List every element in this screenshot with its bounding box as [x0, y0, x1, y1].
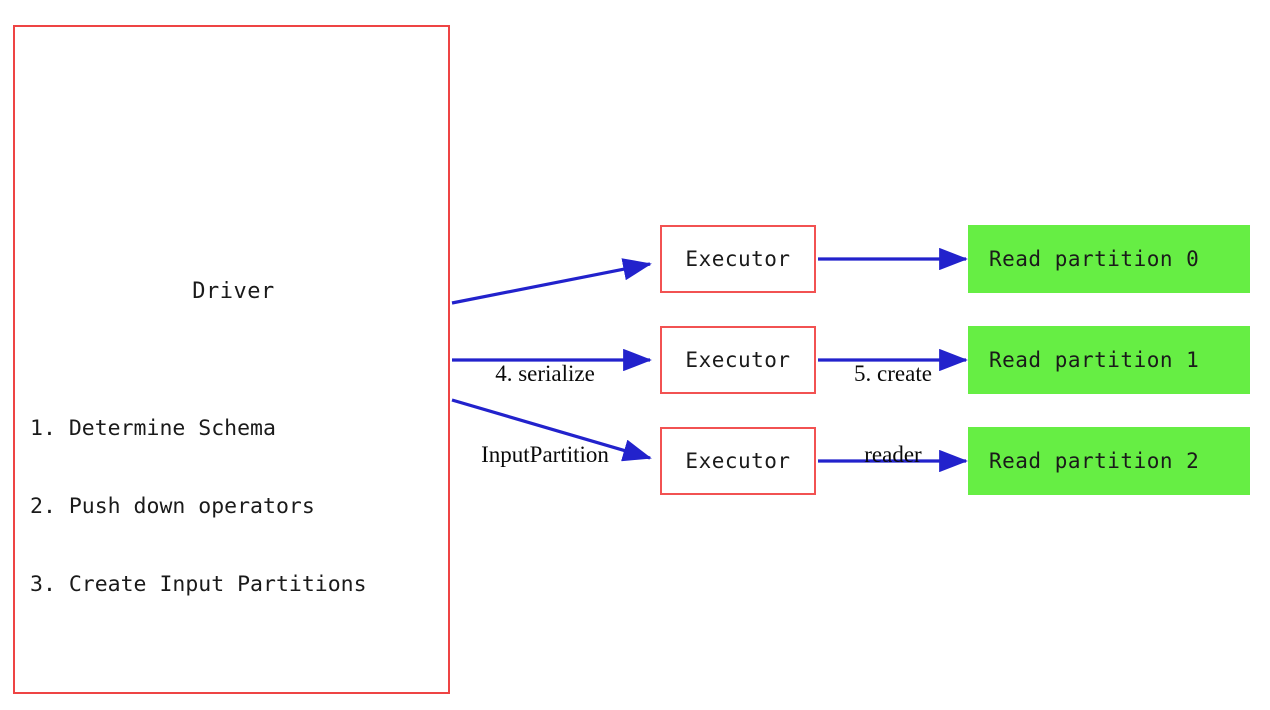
edge-label-line-2: InputPartition — [481, 442, 609, 467]
read-partition-label: Read partition 1 — [989, 348, 1200, 372]
read-partition-box-2: Read partition 2 — [968, 427, 1250, 495]
read-partition-label: Read partition 0 — [989, 247, 1200, 271]
edge-label-line-1: 5. create — [854, 361, 932, 386]
read-partition-box-1: Read partition 1 — [968, 326, 1250, 394]
read-partition-box-0: Read partition 0 — [968, 225, 1250, 293]
edge-label-line-1: 4. serialize — [495, 361, 595, 386]
edge-label-line-2: reader — [864, 442, 922, 467]
executor-box-1: Executor — [660, 225, 816, 293]
edge-label-create-reader: 5. create reader — [823, 306, 963, 522]
executor-label: Executor — [685, 247, 791, 271]
read-partition-label: Read partition 2 — [989, 449, 1200, 473]
driver-step-3: 3. Create Input Partitions — [30, 572, 367, 597]
executor-label: Executor — [685, 348, 791, 372]
executor-box-3: Executor — [660, 427, 816, 495]
driver-steps-list: 1. Determine Schema 2. Push down operato… — [30, 364, 367, 650]
edge-label-serialize-inputpartition: 4. serialize InputPartition — [455, 306, 635, 522]
driver-step-1: 1. Determine Schema — [30, 416, 276, 441]
executor-box-2: Executor — [660, 326, 816, 394]
executor-label: Executor — [685, 449, 791, 473]
arrow-driver-to-executor-1 — [451, 258, 652, 305]
driver-step-2: 2. Push down operators — [30, 494, 315, 519]
driver-title: Driver — [192, 279, 275, 304]
driver-box: Driver 1. Determine Schema 2. Push down … — [13, 25, 450, 694]
